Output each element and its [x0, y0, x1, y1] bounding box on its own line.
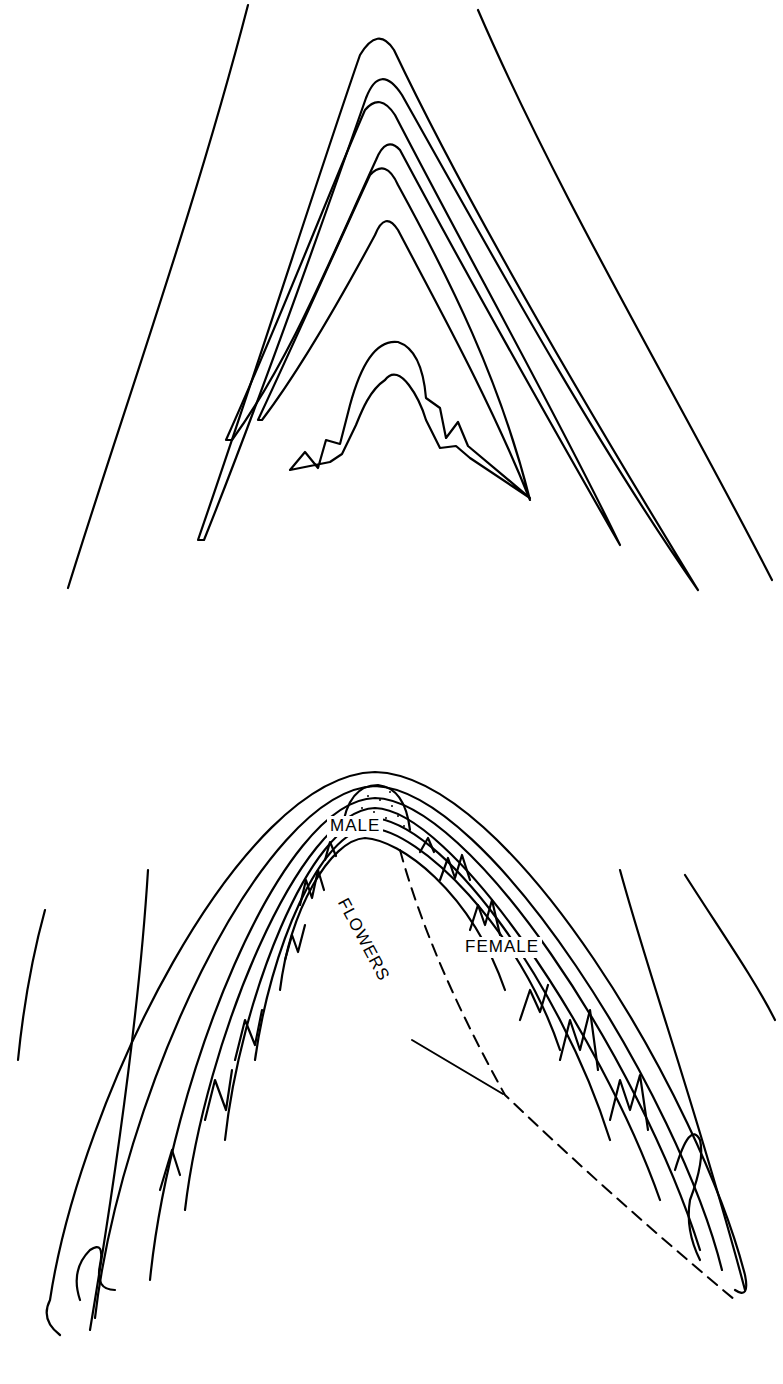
vegetative-apex: [68, 5, 772, 590]
part-label: FEMALE: [462, 937, 542, 958]
inflorescence-apex: [18, 772, 775, 1335]
part-label: FLOWERS: [331, 892, 395, 987]
part-label: MALE: [327, 816, 383, 837]
